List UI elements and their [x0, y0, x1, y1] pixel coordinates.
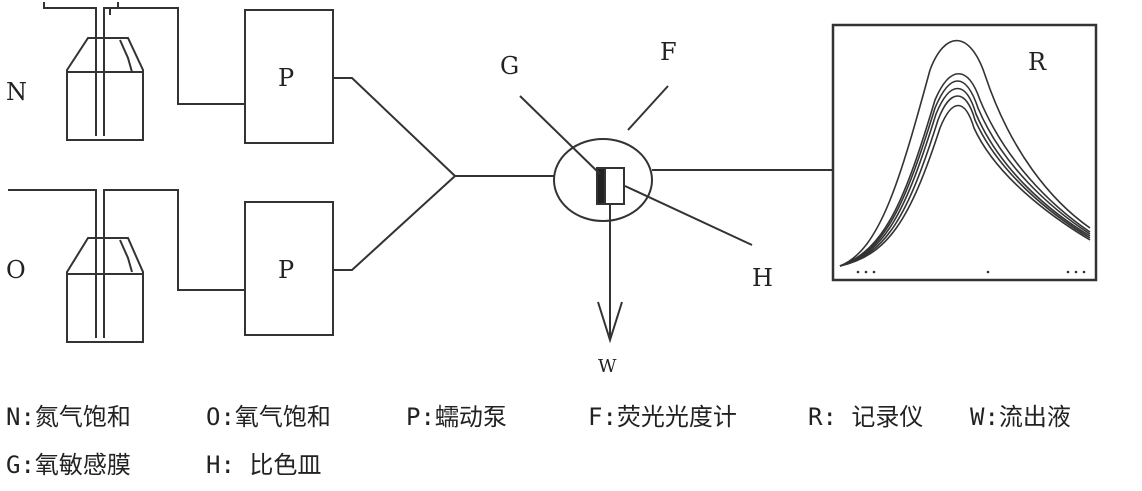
- label-w: W: [598, 356, 617, 377]
- recorder-peaks: [840, 41, 1090, 266]
- tube-n-inlet: [44, 2, 96, 136]
- legend-item-h: H: 比色皿: [206, 445, 321, 480]
- legend-item-g: G:氧敏感膜: [6, 445, 131, 480]
- leader-h: [625, 186, 752, 245]
- label-n: N: [6, 78, 27, 106]
- legend-item-o: O:氧气饱和: [206, 397, 331, 432]
- legend-item-n: N:氮气饱和: [6, 397, 131, 432]
- line-merge-top: [333, 78, 455, 176]
- line-merge-bottom: [333, 176, 455, 270]
- label-f: F: [660, 38, 677, 66]
- leader-f: [628, 86, 668, 130]
- legend-item-p: P:蠕动泵: [406, 397, 507, 432]
- label-h: H: [752, 264, 773, 292]
- tube-n-outlet: [110, 8, 245, 104]
- legend-item-w: W:流出液: [970, 397, 1071, 432]
- label-g: G: [500, 52, 519, 80]
- recorder-box: [833, 25, 1096, 280]
- leader-g: [520, 96, 600, 174]
- legend-item-f: F:荧光光度计: [588, 397, 737, 432]
- label-p-bottom: P: [278, 256, 294, 284]
- label-r: R: [1028, 48, 1047, 76]
- legend-item-r: R: 记录仪: [808, 397, 923, 432]
- label-p-top: P: [278, 64, 294, 92]
- label-o: O: [6, 256, 26, 284]
- flow-injection-diagram: N O P P G F H R W: [0, 0, 1142, 380]
